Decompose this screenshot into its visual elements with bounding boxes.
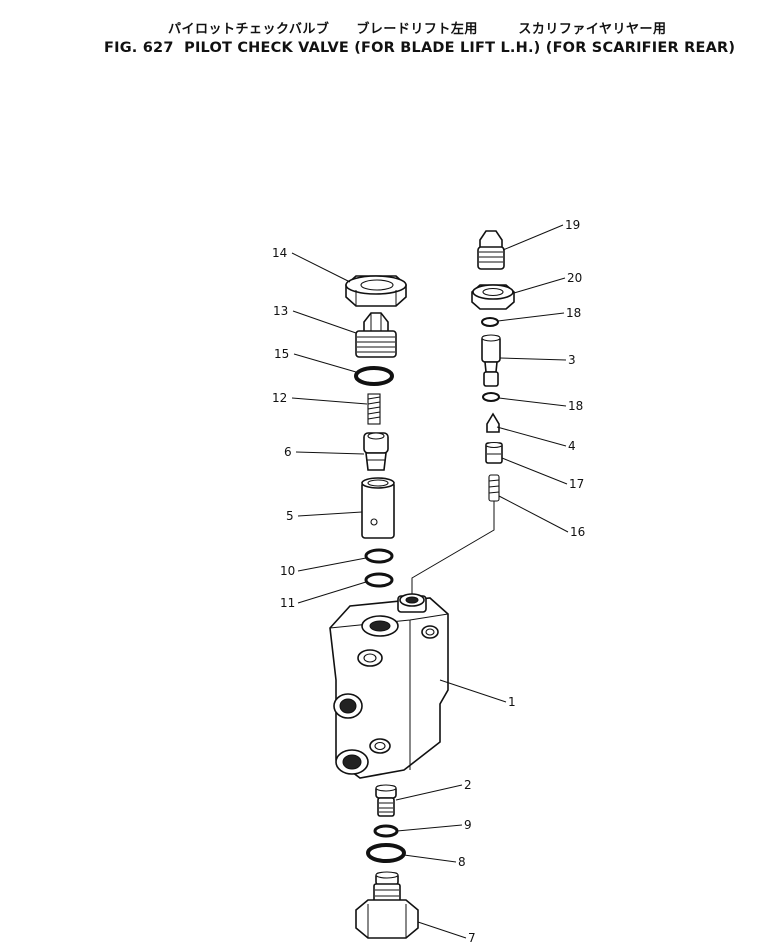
part-4-poppet <box>486 412 500 433</box>
part-7-plug <box>355 871 419 939</box>
part-20-nut <box>471 284 515 310</box>
callout-20: 20 <box>567 271 582 285</box>
callout-6: 6 <box>284 445 292 459</box>
part-15-o-ring <box>354 366 394 386</box>
callout-8: 8 <box>458 855 466 869</box>
part-17-seat <box>485 441 503 464</box>
callout-18-lower: 18 <box>568 399 583 413</box>
callout-14: 14 <box>272 246 287 260</box>
part-2-plug <box>375 784 397 817</box>
callout-16: 16 <box>570 525 585 539</box>
part-12-spring <box>367 393 381 425</box>
callout-17: 17 <box>569 477 584 491</box>
part-5-sleeve <box>361 477 395 539</box>
leader-lines <box>291 224 569 939</box>
callout-4: 4 <box>568 439 576 453</box>
callout-13: 13 <box>273 304 288 318</box>
callout-9: 9 <box>464 818 472 832</box>
part-1-valve-body <box>329 593 449 779</box>
part-16-orifice <box>488 474 500 502</box>
part-19-plug <box>477 230 505 270</box>
part-3-piston <box>481 334 501 387</box>
part-11-o-ring <box>364 572 394 588</box>
assembly-guide-line <box>411 501 495 598</box>
part-9-o-ring <box>373 824 399 838</box>
callout-18-upper: 18 <box>566 306 581 320</box>
callout-1: 1 <box>508 695 516 709</box>
part-13-plug <box>355 312 397 358</box>
figure-title: FIG. 627 PILOT CHECK VALVE (FOR BLADE LI… <box>104 40 736 56</box>
callout-15: 15 <box>274 347 289 361</box>
callout-3: 3 <box>568 353 576 367</box>
callout-7: 7 <box>468 931 476 944</box>
callout-11: 11 <box>280 596 295 610</box>
part-8-o-ring <box>366 843 406 863</box>
callout-5: 5 <box>286 509 294 523</box>
callout-2: 2 <box>464 778 472 792</box>
title-japanese: パイロットチェックバルブ ブレードリフト左用 スカリファイヤリヤー用 <box>168 22 667 37</box>
part-10-backup-ring <box>364 548 394 564</box>
callout-10: 10 <box>280 564 295 578</box>
callout-12: 12 <box>272 391 287 405</box>
part-18-o-ring-upper <box>481 317 499 327</box>
part-6-poppet <box>363 432 389 471</box>
part-14-nut <box>345 275 407 307</box>
part-18-o-ring-lower <box>482 392 500 402</box>
callout-19: 19 <box>565 218 580 232</box>
